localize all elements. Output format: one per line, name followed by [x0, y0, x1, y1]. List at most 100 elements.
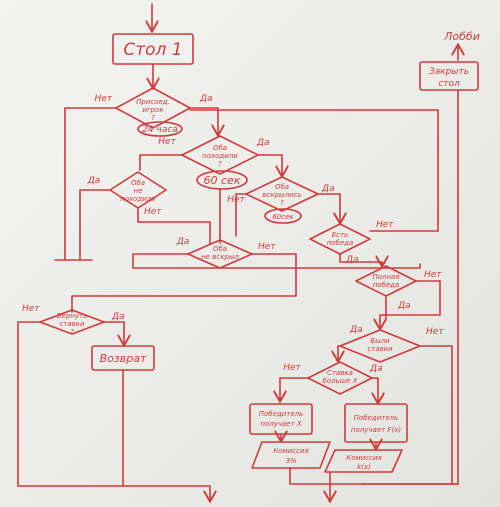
- d9-yes-label: Да: [349, 325, 363, 335]
- timer-24h: 24 часа: [137, 121, 183, 137]
- decision-both-not-moved: Оба не походили: [109, 171, 167, 209]
- comm-pct-out: [289, 467, 459, 485]
- d1-q2: игрок: [142, 106, 164, 114]
- d2-q3: ?: [218, 160, 222, 168]
- win-fx-line1: Победитель: [354, 414, 399, 422]
- d6-yes-label: Да: [176, 237, 190, 247]
- d10-q2: больше X: [323, 377, 358, 385]
- d1-timer: 24 часа: [142, 125, 178, 135]
- d10-yes-line: [371, 377, 378, 402]
- winner-gets-fx-node: Победитель получает F(x): [344, 403, 408, 443]
- commission-kx-node: Комиссия k(x): [324, 449, 403, 473]
- d6-q2: не вскрыл: [201, 253, 239, 261]
- d4-yes-line: [317, 193, 340, 222]
- d3-q2: не: [134, 187, 143, 195]
- d7-no-label: Нет: [424, 270, 442, 280]
- timer-60s-a: 60 сек: [196, 170, 248, 190]
- win-x-line2: получает X: [260, 420, 302, 428]
- outer-loop-line: [189, 109, 439, 232]
- d1-yes-line: [189, 107, 218, 134]
- d8-q3: ?: [70, 328, 74, 336]
- d10-no-line: [280, 377, 309, 400]
- d3-no-label: Нет: [144, 207, 162, 217]
- d2-timer: 60 сек: [204, 174, 241, 187]
- win-x-line1: Победитель: [259, 410, 304, 418]
- d4-q3: ?: [280, 199, 284, 207]
- d7-q2: победа: [373, 281, 400, 289]
- decision-were-bets: Были ставки: [339, 329, 421, 363]
- d8-q1: Вернуть: [57, 312, 87, 320]
- d6-yes-line: [132, 253, 421, 269]
- comm-kx-line2: k(x): [357, 463, 371, 471]
- d4-timer: 60сек: [272, 213, 294, 221]
- d10-no-label: Нет: [283, 363, 301, 373]
- d6-no-line: [71, 253, 297, 313]
- start-node: Стол 1: [112, 33, 194, 65]
- d8-no-line: [17, 321, 210, 500]
- d3-yes-line: [79, 189, 111, 261]
- comm-pct-line2: 3%: [285, 457, 296, 465]
- d4-no-line: [235, 193, 247, 237]
- d4-q1: Оба: [275, 183, 289, 191]
- d8-q2: ставки: [59, 320, 85, 328]
- d3-q3: походили: [120, 195, 156, 203]
- comm-kx-line1: Комиссия: [346, 454, 382, 462]
- d9-no-line: [419, 345, 453, 485]
- d9-q2: ставки: [367, 345, 393, 353]
- d2-q2: походили: [202, 152, 238, 160]
- d4-q2: вскрылись: [262, 191, 301, 199]
- d7-yes-label: Да: [397, 301, 411, 311]
- decision-both-moved: Оба походили ?: [181, 135, 259, 175]
- d6-q1: Оба: [213, 245, 227, 253]
- d8-yes-line: [103, 321, 124, 344]
- decision-both-revealed: Оба вскрылись ?: [245, 176, 319, 212]
- d9-no-label: Нет: [426, 327, 444, 337]
- decision-refund-bets: Вернуть ставки ?: [39, 309, 105, 336]
- decision-is-win: Есть победа: [309, 223, 371, 255]
- d4-yes-label: Да: [321, 184, 335, 194]
- close-table-node: Закрыть стол: [419, 61, 479, 91]
- d9-yes-line: [338, 345, 340, 360]
- d9-q1: Были: [370, 337, 390, 345]
- decision-full-win: Полная победа: [355, 265, 417, 297]
- d3-q1: Оба: [131, 179, 145, 187]
- refund-label: Возврат: [100, 352, 147, 365]
- d2-q1: Оба: [213, 144, 227, 152]
- close-table-line2: стол: [438, 79, 460, 89]
- d1-q1: Присоед.: [136, 98, 170, 106]
- d7-no-line: [380, 280, 441, 328]
- d10-q1: Ставка: [327, 369, 353, 377]
- lobby-label: Лобби: [443, 30, 480, 43]
- d2-yes-label: Да: [256, 138, 270, 148]
- decision-bet-gt-x: Ставка больше X: [307, 361, 373, 395]
- winner-gets-x-node: Победитель получает X: [249, 403, 313, 435]
- refund-node: Возврат: [91, 345, 155, 371]
- timer-60s-b: 60сек: [264, 208, 302, 224]
- d6-no-label: Нет: [258, 242, 276, 252]
- d8-no-label: Нет: [22, 304, 40, 314]
- decision-both-not-revealed: Оба не вскрыл: [187, 239, 253, 269]
- d5-no-label: Нет: [376, 220, 394, 230]
- d3-no-line: [137, 207, 211, 244]
- decision-player-joined: Присоед. игрок ?: [115, 87, 191, 129]
- commission-3pct-node: Комиссия 3%: [251, 441, 331, 469]
- d2-yes-line: [257, 154, 282, 175]
- d5-q1: Есть: [332, 231, 348, 239]
- d2-no-line: [139, 154, 183, 171]
- close-table-line1: Закрыть: [429, 67, 469, 77]
- d2-no-label: Нет: [158, 137, 176, 147]
- d7-q1: Полная: [372, 273, 399, 281]
- d1-no-label: Нет: [94, 94, 112, 104]
- d8-yes-label: Да: [111, 312, 125, 322]
- d1-no-line: [64, 107, 117, 261]
- d5-yes-label: Да: [345, 255, 359, 265]
- d3-yes-label: Да: [87, 176, 101, 186]
- d10-yes-label: Да: [369, 364, 383, 374]
- d5-yes-line: [339, 253, 382, 265]
- start-label: Стол 1: [123, 40, 182, 60]
- win-fx-line2: получает F(x): [351, 426, 401, 434]
- d1-q3: ?: [151, 114, 155, 122]
- comm-pct-line1: Комиссия: [273, 447, 309, 455]
